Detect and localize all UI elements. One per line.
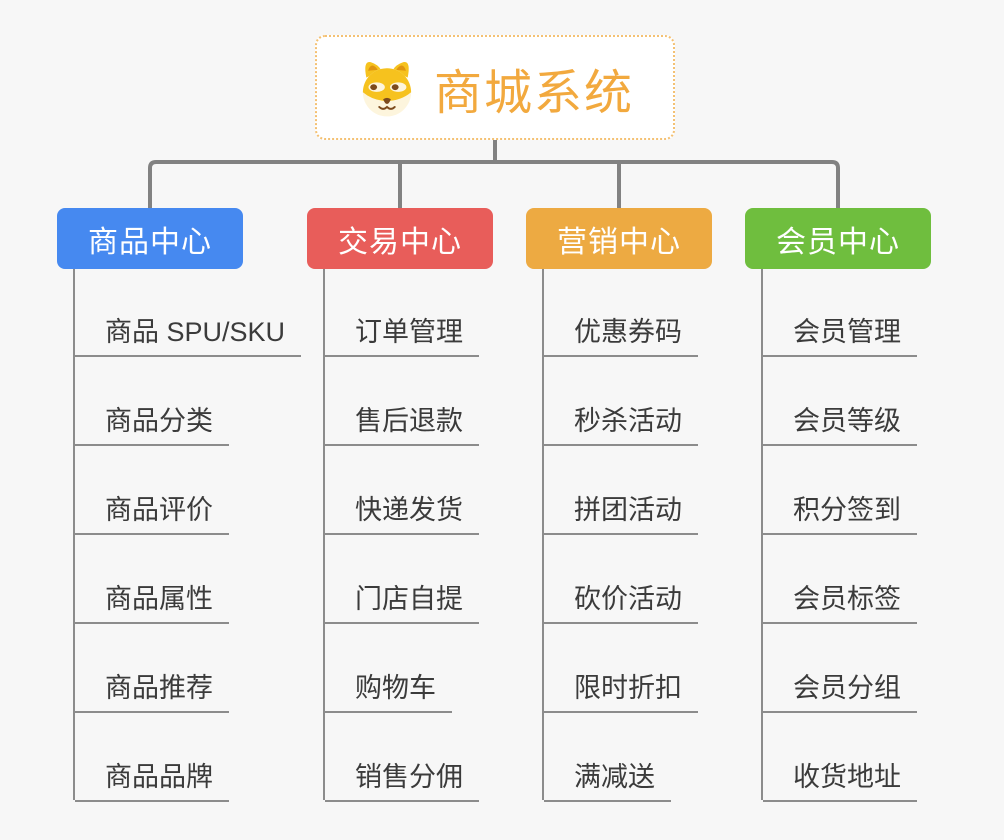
branch-topic[interactable]: 营销中心 xyxy=(526,208,712,269)
leaf-topic[interactable]: 会员分组 xyxy=(763,622,931,713)
leaf-topic-label: 会员分组 xyxy=(763,666,917,713)
branch-children: 优惠券码 秒杀活动 拼团活动 砍价活动 限时折扣 满减送 xyxy=(542,269,712,802)
leaf-topic[interactable]: 销售分佣 xyxy=(325,711,493,802)
leaf-topic-label: 商品属性 xyxy=(75,577,229,624)
leaf-topic-label: 购物车 xyxy=(325,666,452,713)
leaf-topic-label: 商品 SPU/SKU xyxy=(75,310,302,357)
leaf-topic[interactable]: 优惠券码 xyxy=(544,269,712,357)
leaf-topic-label: 积分签到 xyxy=(763,488,917,535)
leaf-topic[interactable]: 会员等级 xyxy=(763,355,931,446)
branch-bus-line xyxy=(148,160,840,208)
leaf-topic-label: 门店自提 xyxy=(325,577,479,624)
leaf-topic[interactable]: 拼团活动 xyxy=(544,444,712,535)
leaf-topic[interactable]: 砍价活动 xyxy=(544,533,712,624)
leaf-topic[interactable]: 秒杀活动 xyxy=(544,355,712,446)
leaf-topic[interactable]: 商品 SPU/SKU xyxy=(75,269,302,357)
leaf-topic[interactable]: 购物车 xyxy=(325,622,493,713)
leaf-topic-label: 销售分佣 xyxy=(325,755,479,802)
leaf-topic[interactable]: 售后退款 xyxy=(325,355,493,446)
branch-children: 订单管理 售后退款 快递发货 门店自提 购物车 销售分佣 xyxy=(323,269,493,802)
leaf-topic-label: 商品推荐 xyxy=(75,666,229,713)
branch-topic[interactable]: 交易中心 xyxy=(307,208,493,269)
leaf-topic[interactable]: 商品评价 xyxy=(75,444,243,535)
leaf-topic-label: 优惠券码 xyxy=(544,310,698,357)
leaf-topic-label: 商品评价 xyxy=(75,488,229,535)
leaf-topic[interactable]: 满减送 xyxy=(544,711,712,802)
leaf-topic[interactable]: 订单管理 xyxy=(325,269,493,357)
branch-topic[interactable]: 商品中心 xyxy=(57,208,243,269)
leaf-topic-label: 商品分类 xyxy=(75,399,229,446)
leaf-topic-label: 售后退款 xyxy=(325,399,479,446)
leaf-topic-label: 秒杀活动 xyxy=(544,399,698,446)
leaf-topic[interactable]: 会员管理 xyxy=(763,269,931,357)
leaf-topic[interactable]: 会员标签 xyxy=(763,533,931,624)
leaf-topic-label: 快递发货 xyxy=(325,488,479,535)
leaf-topic-label: 拼团活动 xyxy=(544,488,698,535)
leaf-topic-label: 收货地址 xyxy=(763,755,917,802)
branch-children: 会员管理 会员等级 积分签到 会员标签 会员分组 收货地址 xyxy=(761,269,931,802)
branch-topic[interactable]: 会员中心 xyxy=(745,208,931,269)
leaf-topic-label: 订单管理 xyxy=(325,310,479,357)
leaf-topic[interactable]: 限时折扣 xyxy=(544,622,712,713)
leaf-topic[interactable]: 收货地址 xyxy=(763,711,931,802)
branch-product-center: 商品中心 商品 SPU/SKU 商品分类 商品评价 商品属性 商品推荐 商品品牌 xyxy=(57,208,302,802)
leaf-topic[interactable]: 商品品牌 xyxy=(75,711,243,802)
branch-member-center: 会员中心 会员管理 会员等级 积分签到 会员标签 会员分组 收货地址 xyxy=(745,208,931,802)
leaf-topic[interactable]: 商品推荐 xyxy=(75,622,243,713)
branch-trade-center: 交易中心 订单管理 售后退款 快递发货 门店自提 购物车 销售分佣 xyxy=(307,208,493,802)
leaf-topic[interactable]: 积分签到 xyxy=(763,444,931,535)
leaf-topic[interactable]: 快递发货 xyxy=(325,444,493,535)
leaf-topic-label: 限时折扣 xyxy=(544,666,698,713)
leaf-topic[interactable]: 门店自提 xyxy=(325,533,493,624)
shiba-dog-icon xyxy=(362,61,412,116)
leaf-topic-label: 商品品牌 xyxy=(75,755,229,802)
leaf-topic-label: 砍价活动 xyxy=(544,577,698,624)
leaf-topic-label: 会员等级 xyxy=(763,399,917,446)
leaf-topic-label: 会员标签 xyxy=(763,577,917,624)
branch-children: 商品 SPU/SKU 商品分类 商品评价 商品属性 商品推荐 商品品牌 xyxy=(73,269,302,802)
leaf-topic-label: 会员管理 xyxy=(763,310,917,357)
leaf-topic-label: 满减送 xyxy=(544,755,671,802)
root-topic-title: 商城系统 xyxy=(433,66,634,120)
branch-marketing-center: 营销中心 优惠券码 秒杀活动 拼团活动 砍价活动 限时折扣 满减送 xyxy=(526,208,712,802)
leaf-topic[interactable]: 商品分类 xyxy=(75,355,243,446)
root-topic[interactable]: 商城系统 xyxy=(315,35,675,140)
leaf-topic[interactable]: 商品属性 xyxy=(75,533,243,624)
